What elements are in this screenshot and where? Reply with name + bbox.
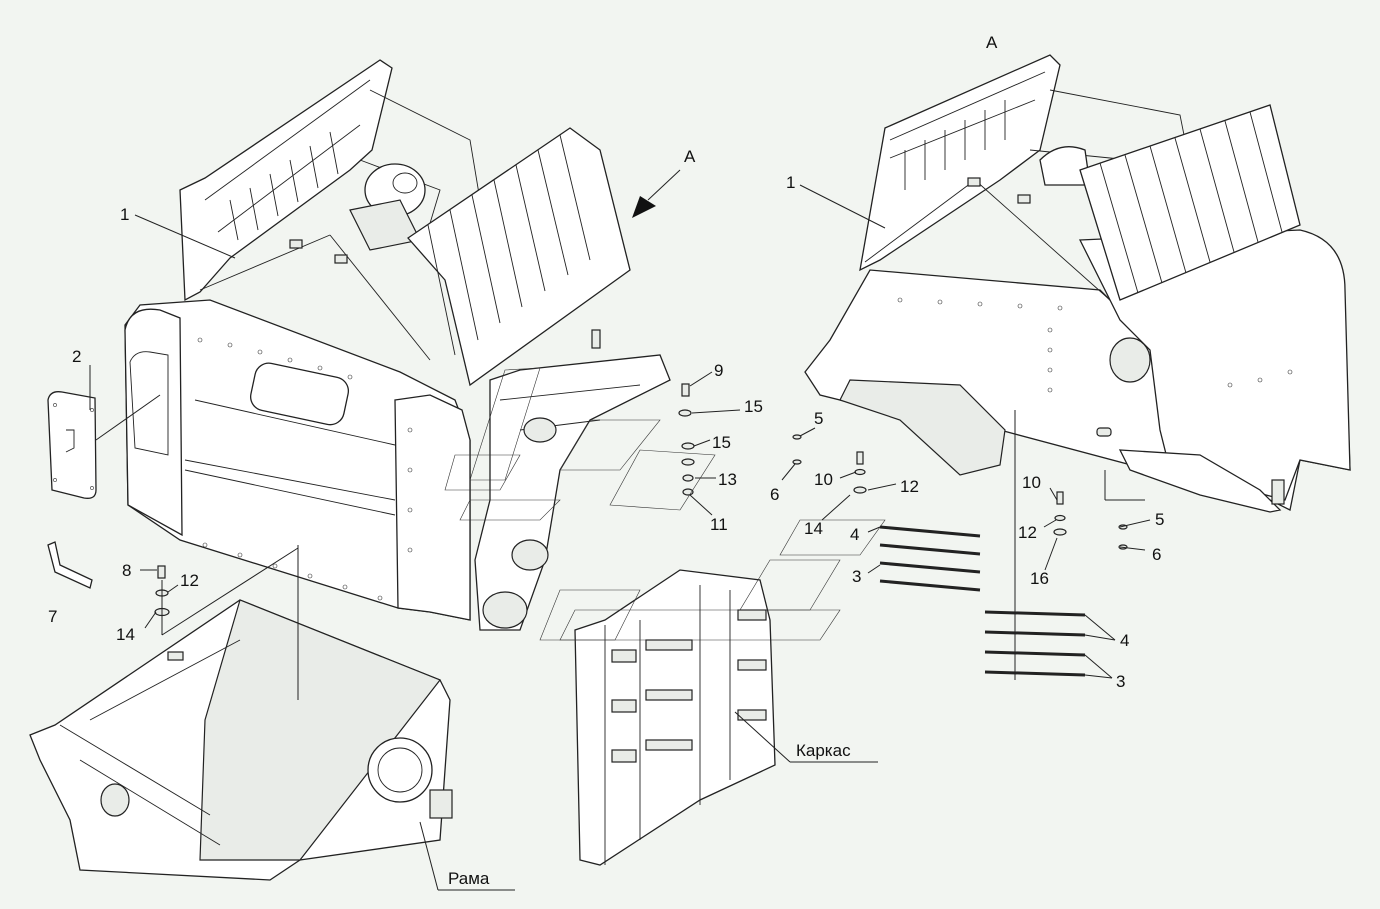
callout-12-upper: 12: [900, 477, 919, 496]
callout-1-right: 1: [786, 173, 795, 192]
callout-1-left: 1: [120, 205, 129, 224]
callout-8: 8: [122, 561, 131, 580]
right-cab-view-a: [804, 54, 1351, 513]
callout-15a: 15: [744, 397, 763, 416]
callout-10-lower: 10: [1022, 473, 1041, 492]
carcass-karkas: [574, 569, 878, 866]
carcass-name-label: Каркас: [796, 741, 851, 760]
frame-outline-ghost: [444, 367, 886, 641]
leader-lines: [89, 184, 1151, 680]
callout-12-lower: 12: [1018, 523, 1037, 542]
callout-4-upper: 4: [850, 525, 859, 544]
callout-10-upper: 10: [814, 470, 833, 489]
frame-rama: [29, 545, 515, 891]
callout-12-left: 12: [180, 571, 199, 590]
callout-labels: 1 2 7 8 12 14 9 15 15 13 11 1 5 6 10 12 …: [48, 173, 1164, 888]
callout-14-left: 14: [116, 625, 135, 644]
callout-16: 16: [1030, 569, 1049, 588]
left-cab-assembly: [124, 59, 671, 631]
callout-15b: 15: [712, 433, 731, 452]
callout-3-lower: 3: [1116, 672, 1125, 691]
callout-4-lower: 4: [1120, 631, 1129, 650]
callout-14-right: 14: [804, 519, 823, 538]
view-arrow-label: A: [684, 147, 696, 166]
spacer-strips: [879, 525, 1086, 677]
view-arrow-a: A: [632, 147, 696, 218]
fastener-column-center: [678, 383, 695, 496]
part-2-door-panel: [47, 391, 97, 499]
callout-2: 2: [72, 347, 81, 366]
callout-5-lower: 5: [1155, 510, 1164, 529]
callout-13: 13: [718, 470, 737, 489]
part-7-bracket: [47, 541, 93, 589]
fastener-stack-8-12-14: [154, 547, 299, 636]
view-title-a: A: [986, 33, 998, 52]
frame-name-label: Рама: [448, 869, 490, 888]
callout-3-upper: 3: [852, 567, 861, 586]
callout-6-upper: 6: [770, 485, 779, 504]
callout-5-upper: 5: [814, 409, 823, 428]
fasteners-right: [792, 434, 1128, 550]
callout-6-lower: 6: [1152, 545, 1161, 564]
callout-9: 9: [714, 361, 723, 380]
callout-11: 11: [710, 515, 728, 534]
callout-7: 7: [48, 607, 57, 626]
